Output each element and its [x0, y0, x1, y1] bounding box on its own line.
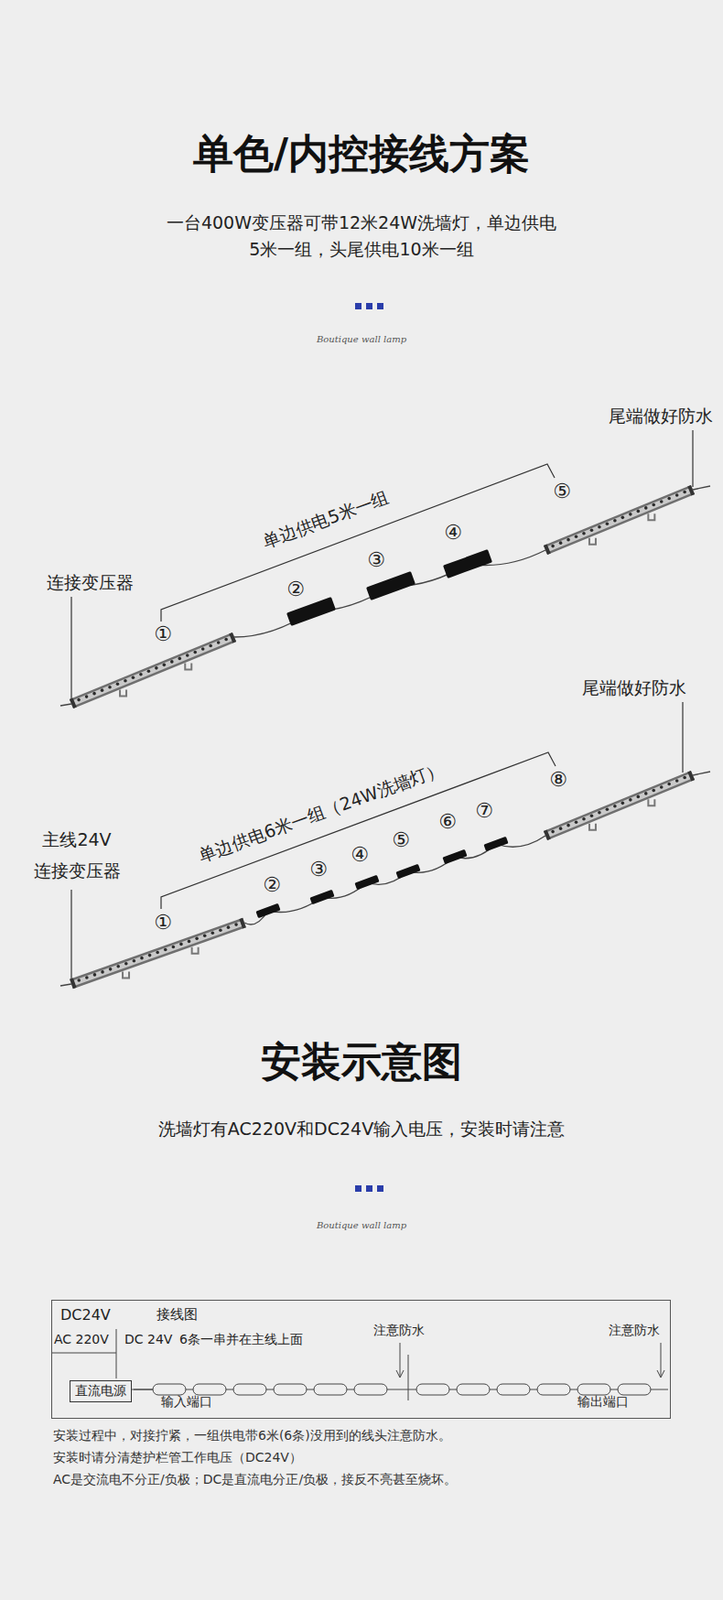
leader-lines: [71, 430, 693, 981]
node-text: 输入端口: [161, 1393, 213, 1411]
callout-number: ②: [262, 872, 281, 898]
callout-number: ⑥: [438, 809, 457, 835]
label: 洗墙灯有AC220V和DC24V输入电压，安装时请注意: [158, 1118, 565, 1141]
node-text: 输出端口: [577, 1393, 629, 1411]
node-text: DC24V: [60, 1305, 111, 1325]
drivers: [255, 549, 508, 918]
callout-number: ①: [153, 909, 173, 936]
callout-number: ⑤: [391, 827, 411, 853]
node-text: 6条一串并在主线上面: [179, 1331, 303, 1349]
node-text: 注意防水: [608, 1322, 660, 1339]
label: 尾端做好防水: [608, 405, 713, 428]
span-brackets: [161, 464, 556, 909]
label: Boutique wall lamp: [316, 334, 407, 346]
callout-number: ③: [366, 547, 386, 573]
power-box: 直流电源: [69, 1380, 132, 1403]
page-title: 单色/内控接线方案: [193, 128, 530, 179]
label: 单边供电5米一组: [259, 486, 392, 553]
callout-number: ①: [153, 621, 173, 648]
wiring-schematic: [51, 1328, 669, 1401]
callout-number: ④: [443, 519, 463, 546]
label: Boutique wall lamp: [316, 1219, 407, 1232]
wiring-frame: DC24V 接线图 AC 220V DC 24V 6条一串并在主线上面 注意防水 注意防水输…: [51, 1299, 671, 1419]
label: AC是交流电不分正/负极；DC是直流电分正/负极，接反不亮甚至烧坏。: [53, 1471, 457, 1489]
lamp-chain: [152, 1383, 651, 1395]
label: 一台400W变压器可带12米24W洗墙灯，单边供电 5米一组，头尾供电10米一组: [141, 209, 582, 262]
cables: [60, 485, 711, 986]
callout-number: ②: [286, 576, 305, 603]
supply-wire: [131, 1389, 153, 1391]
node-text: 接线图: [156, 1305, 198, 1324]
wall-washer-lamps: [71, 489, 693, 984]
callout-number: ④: [350, 841, 369, 868]
callout-number: ⑧: [549, 766, 568, 793]
callout-number: ⑤: [552, 478, 572, 505]
label: 主线24V 连接变压器: [24, 823, 130, 886]
node-text: DC 24V: [124, 1331, 173, 1349]
label: 安装时请分清楚护栏管工作电压（DC24V）: [53, 1449, 303, 1467]
node-text: 直流电源: [75, 1382, 127, 1400]
label: 连接变压器: [46, 571, 134, 594]
label: 安装过程中，对接拧紧，一组供电带6米(6条)没用到的线头注意防水。: [53, 1427, 452, 1445]
label: 尾端做好防水: [582, 677, 687, 700]
label: 安装示意图: [260, 1035, 463, 1087]
callout-number: ⑦: [474, 798, 494, 824]
callout-number: ③: [309, 856, 328, 883]
node-text: AC 220V: [53, 1331, 109, 1349]
node-text: 注意防水: [373, 1322, 425, 1339]
